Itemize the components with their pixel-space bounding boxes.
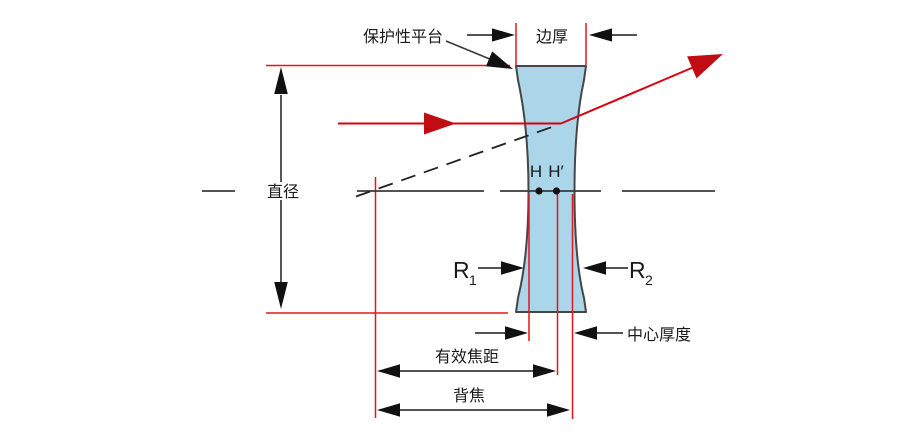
protective-flat-arrowhead-icon [486, 51, 513, 69]
front-principal-point-label: H [530, 162, 542, 181]
back-principal-point-label: H′ [548, 162, 563, 181]
center-thickness-dimension: 中心厚度 [475, 326, 691, 344]
edge-thickness-dimension: 边厚 [467, 28, 637, 46]
edge-thickness-right-arrowhead-icon [589, 28, 612, 42]
effective-focal-length-label: 有效焦距 [435, 348, 499, 366]
radius-2-label: R [629, 257, 646, 283]
back-focal-length-label: 背焦 [453, 387, 485, 405]
refracted-ray [560, 63, 702, 125]
refracted-ray-arrowhead-icon [687, 54, 723, 79]
edge-thickness-left-arrowhead-icon [492, 28, 515, 42]
effective-focal-length-right-arrowhead-icon [533, 364, 556, 378]
protective-flat-pointer-line [445, 40, 498, 63]
center-thickness-right-arrowhead-icon [574, 326, 597, 340]
effective-focal-length-left-arrowhead-icon [377, 364, 400, 378]
radius-1-label: R [453, 257, 470, 283]
radius-2-arrowhead-icon [583, 261, 606, 275]
diameter-up-arrowhead-icon [274, 67, 288, 94]
virtual-ray-dashed-extension [355, 126, 553, 198]
radius-1-callout: R 1 [453, 257, 524, 288]
center-thickness-label: 中心厚度 [627, 326, 691, 344]
diameter-down-arrowhead-icon [274, 282, 288, 309]
radius-2-callout: R 2 [583, 257, 653, 288]
radius-2-subscript: 2 [645, 272, 653, 288]
back-focal-length-right-arrowhead-icon [547, 403, 570, 417]
protective-flat-label: 保护性平台 [363, 28, 443, 46]
effective-focal-length-dimension: 有效焦距 [377, 348, 556, 378]
principal-points: H H′ [530, 162, 564, 195]
biconcave-lens-body [515, 65, 587, 313]
radius-1-arrowhead-icon [501, 261, 524, 275]
incident-ray-arrowhead-icon [424, 112, 456, 135]
protective-flat-callout: 保护性平台 [363, 28, 513, 69]
radius-1-subscript: 1 [469, 272, 477, 288]
back-principal-point-dot [552, 187, 561, 195]
diameter-dimension: 直径 [267, 67, 299, 309]
front-principal-point-dot [535, 187, 543, 195]
diameter-label: 直径 [267, 183, 299, 201]
red-reference-lines [266, 23, 587, 418]
vertex-reference-lines [528, 194, 574, 419]
back-focal-length-dimension: 背焦 [377, 387, 570, 417]
back-focal-length-left-arrowhead-icon [377, 403, 400, 417]
edge-thickness-label: 边厚 [536, 28, 568, 46]
light-rays [338, 54, 723, 135]
center-thickness-left-arrowhead-icon [505, 326, 528, 340]
